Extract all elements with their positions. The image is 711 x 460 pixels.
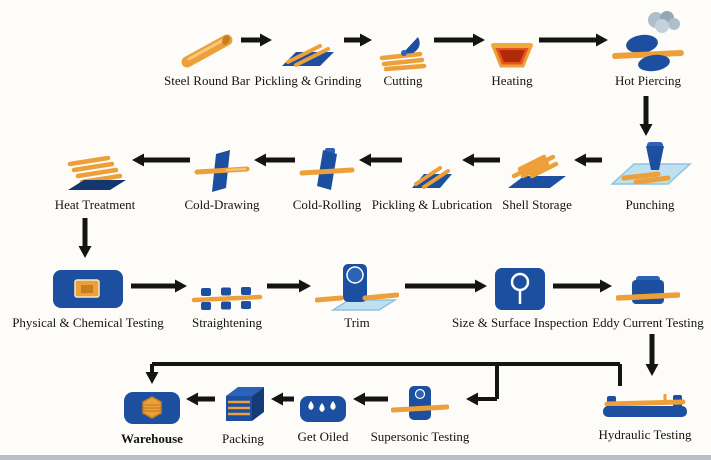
station-cold-drawing: Cold-Drawing bbox=[142, 146, 302, 212]
heat-treatment-icon bbox=[62, 150, 128, 196]
station-label: Straightening bbox=[191, 315, 263, 330]
row3-arrows bbox=[131, 279, 612, 293]
cutting-icon bbox=[376, 34, 430, 72]
station-steel-round-bar: Steel Round Bar bbox=[127, 26, 287, 88]
station-label: Pickling & Lubrication bbox=[371, 197, 493, 212]
station-label: Trim bbox=[344, 315, 370, 330]
pickling-lubrication-icon bbox=[406, 160, 458, 196]
down-arrow-heat-treatment-to-testing bbox=[78, 218, 92, 258]
station-label: Packing bbox=[222, 431, 264, 446]
station-straightening: Straightening bbox=[147, 284, 307, 330]
station-cutting: Cutting bbox=[323, 34, 483, 88]
station-label: Cutting bbox=[383, 73, 423, 88]
size-surface-inspection-icon bbox=[491, 264, 549, 314]
get-oiled-icon bbox=[297, 390, 349, 428]
hydraulic-testing-icon bbox=[599, 390, 691, 426]
station-get-oiled: Get Oiled bbox=[243, 390, 403, 444]
warehouse-icon bbox=[121, 388, 183, 430]
station-size-surface-inspection: Size & Surface Inspection bbox=[440, 264, 600, 330]
cold-rolling-icon bbox=[299, 146, 355, 196]
station-label: Punching bbox=[625, 197, 675, 212]
heating-icon bbox=[489, 38, 535, 72]
scan-bottom-edge bbox=[0, 455, 711, 460]
station-label: Supersonic Testing bbox=[370, 429, 470, 444]
station-pickling-lubrication: Pickling & Lubrication bbox=[352, 160, 512, 212]
row1-arrows bbox=[241, 33, 608, 47]
station-label: Cold-Rolling bbox=[292, 197, 362, 212]
down-arrow-hot-piercing-to-punching bbox=[639, 96, 653, 136]
eddy-current-testing-icon bbox=[616, 274, 680, 314]
station-label: Pickling & Grinding bbox=[254, 73, 362, 88]
hot-piercing-icon bbox=[612, 10, 684, 72]
cold-drawing-icon bbox=[194, 146, 250, 196]
station-label: Hydraulic Testing bbox=[598, 427, 692, 442]
station-pickling-grinding: Pickling & Grinding bbox=[228, 38, 388, 88]
station-label: Shell Storage bbox=[502, 197, 572, 212]
supersonic-testing-icon bbox=[391, 382, 449, 428]
station-label: Heat Treatment bbox=[54, 197, 136, 212]
station-label: Cold-Drawing bbox=[184, 197, 260, 212]
steel-round-bar-icon bbox=[177, 26, 237, 72]
punching-icon bbox=[606, 140, 694, 196]
shell-storage-icon bbox=[504, 150, 570, 196]
row4-arrows bbox=[186, 392, 388, 406]
station-supersonic-testing: Supersonic Testing bbox=[340, 382, 500, 444]
station-cold-rolling: Cold-Rolling bbox=[247, 146, 407, 212]
station-heating: Heating bbox=[432, 38, 592, 88]
down-arrow-eddy-to-hydraulic bbox=[645, 334, 659, 376]
elbow-connector bbox=[145, 362, 622, 406]
trim-icon bbox=[315, 260, 399, 314]
station-punching: Punching bbox=[570, 140, 711, 212]
station-hot-piercing: Hot Piercing bbox=[568, 10, 711, 88]
station-label: Hot Piercing bbox=[614, 73, 682, 88]
straightening-icon bbox=[191, 284, 263, 314]
station-label: Steel Round Bar bbox=[164, 73, 250, 88]
row2-arrows bbox=[132, 153, 602, 167]
physical-chemical-testing-icon bbox=[49, 264, 127, 314]
station-label: Eddy Current Testing bbox=[592, 315, 704, 330]
station-label: Get Oiled bbox=[297, 429, 349, 444]
station-packing: Packing bbox=[163, 380, 323, 446]
station-physical-chemical-testing: Physical & Chemical Testing bbox=[8, 264, 168, 330]
station-shell-storage: Shell Storage bbox=[457, 150, 617, 212]
station-hydraulic-testing: Hydraulic Testing bbox=[565, 390, 711, 442]
station-label: Warehouse bbox=[121, 431, 183, 446]
station-warehouse: Warehouse bbox=[72, 388, 232, 446]
station-label: Physical & Chemical Testing bbox=[12, 315, 164, 330]
station-eddy-current-testing: Eddy Current Testing bbox=[568, 274, 711, 330]
station-label: Size & Surface Inspection bbox=[451, 315, 589, 330]
station-label: Heating bbox=[491, 73, 533, 88]
pickling-grinding-icon bbox=[276, 38, 340, 72]
station-heat-treatment: Heat Treatment bbox=[15, 150, 175, 212]
packing-icon bbox=[218, 380, 268, 430]
station-trim: Trim bbox=[277, 260, 437, 330]
